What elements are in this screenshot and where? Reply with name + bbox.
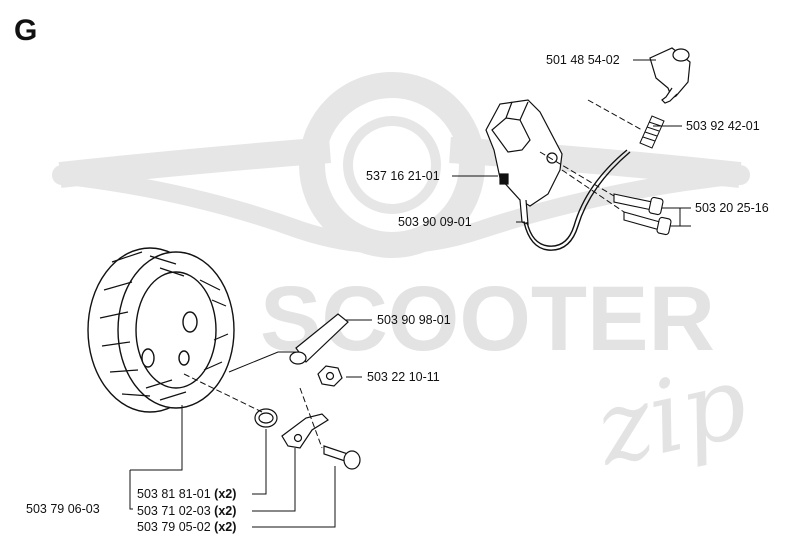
section-letter: G (14, 14, 38, 47)
spark-plug-cap[interactable] (649, 47, 691, 104)
ignition-module[interactable] (485, 99, 563, 225)
part-label-spring: 503 92 42-01 (686, 119, 760, 133)
part-number: 503 90 98-01 (377, 313, 451, 327)
part-number: 537 16 21-01 (366, 169, 440, 183)
fan-plate[interactable] (289, 313, 349, 365)
part-label-cap: 501 48 54-02 (546, 53, 620, 67)
part-label-pawl-spring: 503 81 81-01 (x2) (137, 487, 236, 501)
part-label-pawl: 503 71 02-03 (x2) (137, 504, 236, 518)
part-number: 503 81 81-01 (137, 487, 211, 501)
part-number: 503 79 05-02 (137, 520, 211, 534)
part-number: 503 90 09-01 (398, 215, 472, 229)
part-label-pawl-pin: 503 79 05-02 (x2) (137, 520, 236, 534)
part-label-screws: 503 20 25-16 (695, 201, 769, 215)
flywheel-nut[interactable] (317, 365, 343, 387)
starter-pawl[interactable] (281, 413, 329, 449)
contact-spring[interactable] (639, 115, 665, 149)
pawl-spring[interactable] (254, 408, 278, 428)
part-label-cable: 503 90 09-01 (398, 215, 472, 229)
ignition-cable[interactable] (523, 149, 631, 251)
flywheel[interactable] (87, 247, 235, 413)
part-label-flywheel: 503 79 06-03 (26, 502, 100, 516)
part-quantity: (x2) (214, 520, 237, 534)
watermark-brand-text: SCOOTER (260, 268, 715, 370)
part-quantity: (x2) (214, 487, 237, 501)
part-number: 503 79 06-03 (26, 502, 100, 516)
part-label-ignition-module: 537 16 21-01 (366, 169, 440, 183)
part-number: 503 22 10-11 (367, 370, 440, 384)
mounting-screws[interactable] (613, 193, 672, 236)
flywheel-fins (99, 251, 229, 401)
part-quantity: (x2) (214, 504, 237, 518)
part-number: 503 71 02-03 (137, 504, 211, 518)
part-label-plate: 503 90 98-01 (377, 313, 451, 327)
pawl-pin[interactable] (323, 445, 361, 470)
part-number: 503 20 25-16 (695, 201, 769, 215)
part-number: 503 92 42-01 (686, 119, 760, 133)
leader-lines (129, 59, 691, 528)
part-label-nut: 503 22 10-11 (367, 370, 440, 384)
part-number: 501 48 54-02 (546, 53, 620, 67)
